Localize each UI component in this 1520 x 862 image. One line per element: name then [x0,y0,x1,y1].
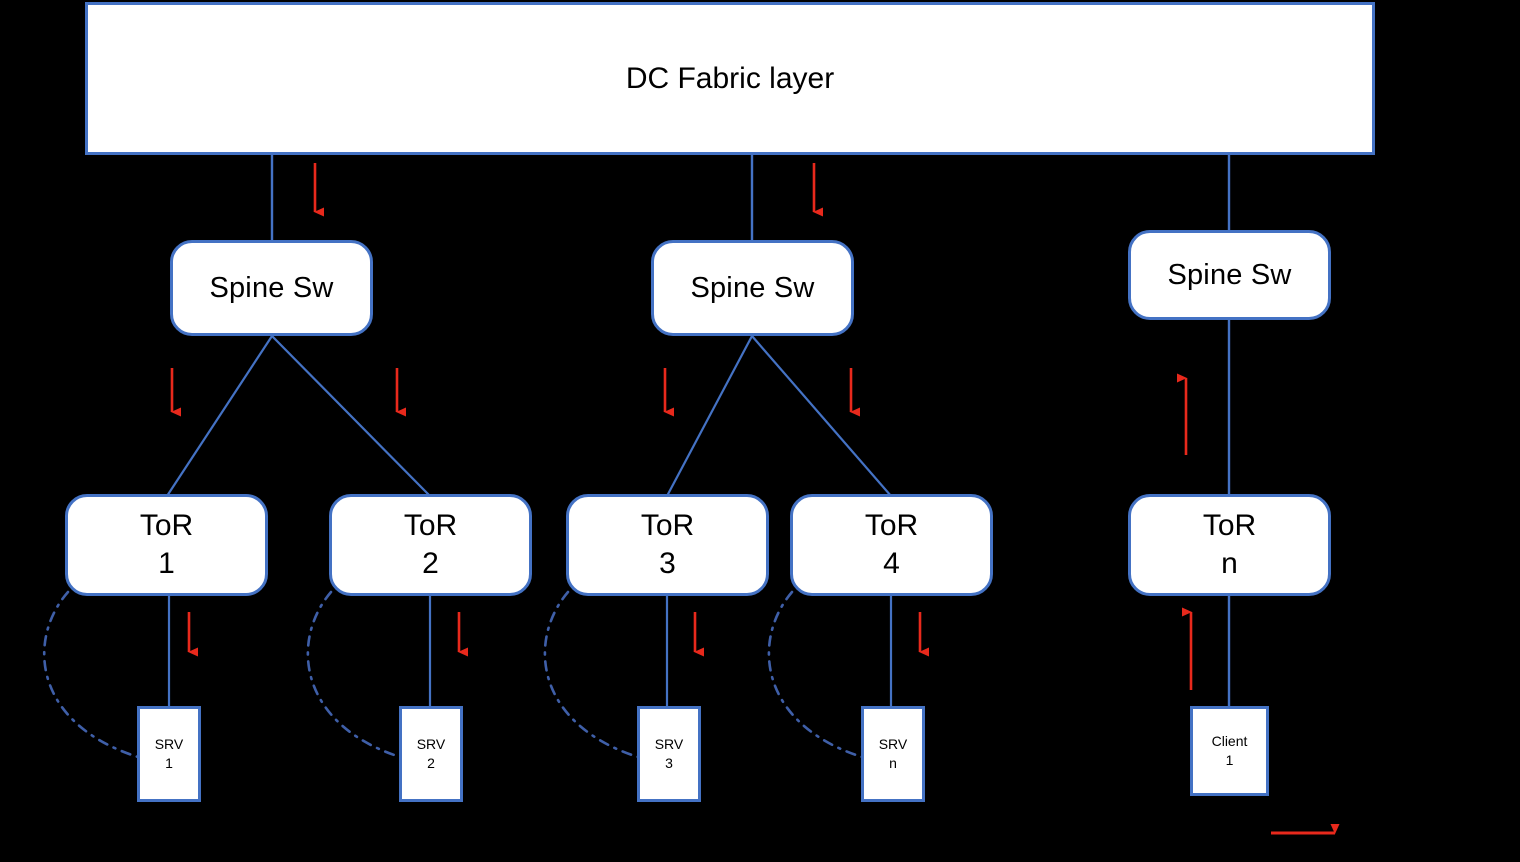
tor-switch-n-box[interactable]: ToR n [1128,494,1331,596]
spine-switch-1-label: Spine Sw [209,271,334,304]
spine-switch-2-box[interactable]: Spine Sw [651,240,854,336]
spine2-to-tor-links [666,335,892,497]
tor-switch-1-box[interactable]: ToR 1 [65,494,268,596]
dc-fabric-layer-label: DC Fabric layer [625,61,835,95]
red-arrows-server-level [187,612,929,657]
tor-switch-3-box[interactable]: ToR 3 [566,494,769,596]
dc-fabric-layer-box[interactable]: DC Fabric layer [85,2,1375,155]
client-1-box[interactable]: Client 1 [1190,706,1269,796]
tor-switch-3-index: 3 [659,547,676,580]
tor-switch-n-index: n [1221,547,1238,580]
server-2-index: 2 [427,754,435,771]
server-2-box[interactable]: SRV 2 [399,706,463,802]
spine-switch-3-box[interactable]: Spine Sw [1128,230,1331,320]
tor-switch-4-box[interactable]: ToR 4 [790,494,993,596]
spine1-tor2-link [271,335,431,497]
tor-switch-2-label: ToR [403,509,458,543]
spine-switch-2-label: Spine Sw [690,271,815,304]
spine2-tor4-link [751,335,892,497]
spine-switch-1-box[interactable]: Spine Sw [170,240,373,336]
tor-to-server-links [167,596,893,707]
tor-switch-1-label: ToR [139,509,194,543]
tor-switch-2-box[interactable]: ToR 2 [329,494,532,596]
spine-switch-3-label: Spine Sw [1167,258,1292,291]
tor-switch-1-index: 1 [158,547,175,580]
server-3-label: SRV [654,735,684,752]
tor-switch-3-label: ToR [640,509,695,543]
tor2-srv2-dashed-loop [306,590,402,759]
server-1-label: SRV [154,735,184,752]
server-1-box[interactable]: SRV 1 [137,706,201,802]
red-arrows-fabric-level [313,163,823,217]
tor-switch-2-index: 2 [422,547,439,580]
server-n-index: n [889,754,897,771]
server-3-index: 3 [665,754,673,771]
server-3-box[interactable]: SRV 3 [637,706,701,802]
tor1-srv1-dashed-loop [42,590,140,759]
tor4-srvn-dashed-loop [767,590,864,759]
client-1-index: 1 [1225,751,1234,768]
tor-switch-4-label: ToR [864,509,919,543]
client-1-label: Client [1211,732,1248,749]
server-1-index: 1 [165,754,173,771]
tor3-srv3-dashed-loop [543,590,640,759]
tor-switch-n-label: ToR [1202,509,1257,543]
server-n-box[interactable]: SRV n [861,706,925,802]
red-arrows-spine-level [170,368,860,417]
spine2-tor3-link [666,335,753,497]
tor-switch-4-index: 4 [883,547,900,580]
spine1-tor1-link [166,335,273,497]
server-2-label: SRV [416,735,446,752]
fabric-to-spine-links [270,155,1231,242]
spine1-to-tor-links [166,335,431,497]
server-n-label: SRV [878,735,908,752]
